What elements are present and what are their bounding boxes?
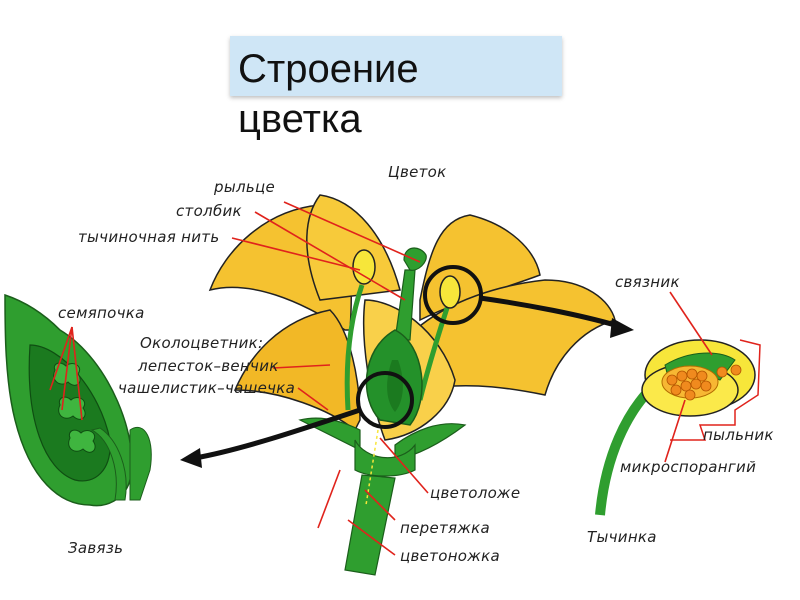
label-stamen: Тычинка (587, 528, 657, 546)
label-ovule: семяпочка (58, 304, 145, 322)
label-microsporangium: микроспорангий (620, 458, 756, 476)
arrow-to-ovary-head (180, 448, 202, 468)
anther-right (440, 276, 460, 308)
label-flower: Цветок (388, 163, 447, 181)
ovule-3 (69, 430, 95, 452)
ovary-detail (5, 295, 151, 506)
label-constriction: перетяжка (400, 519, 490, 537)
label-connective: связник (615, 273, 680, 291)
label-sepal-calyx: чашелистик–чашечка (118, 379, 295, 397)
label-style: столбик (176, 202, 242, 220)
label-perianth: Околоцветник: (140, 334, 263, 352)
arrow-to-stamen-head (610, 318, 634, 338)
pedicel (345, 475, 395, 575)
label-pedicel: цветоножка (400, 547, 500, 565)
label-filament: тычиночная нить (78, 228, 219, 246)
label-stigma: рыльце (213, 178, 275, 196)
anther-left (353, 250, 375, 284)
label-receptacle: цветоложе (430, 484, 520, 502)
label-anther: пыльник (703, 426, 774, 444)
label-petal-corolla: лепесток–венчик (137, 357, 279, 375)
label-ovary: Завязь (68, 539, 123, 557)
